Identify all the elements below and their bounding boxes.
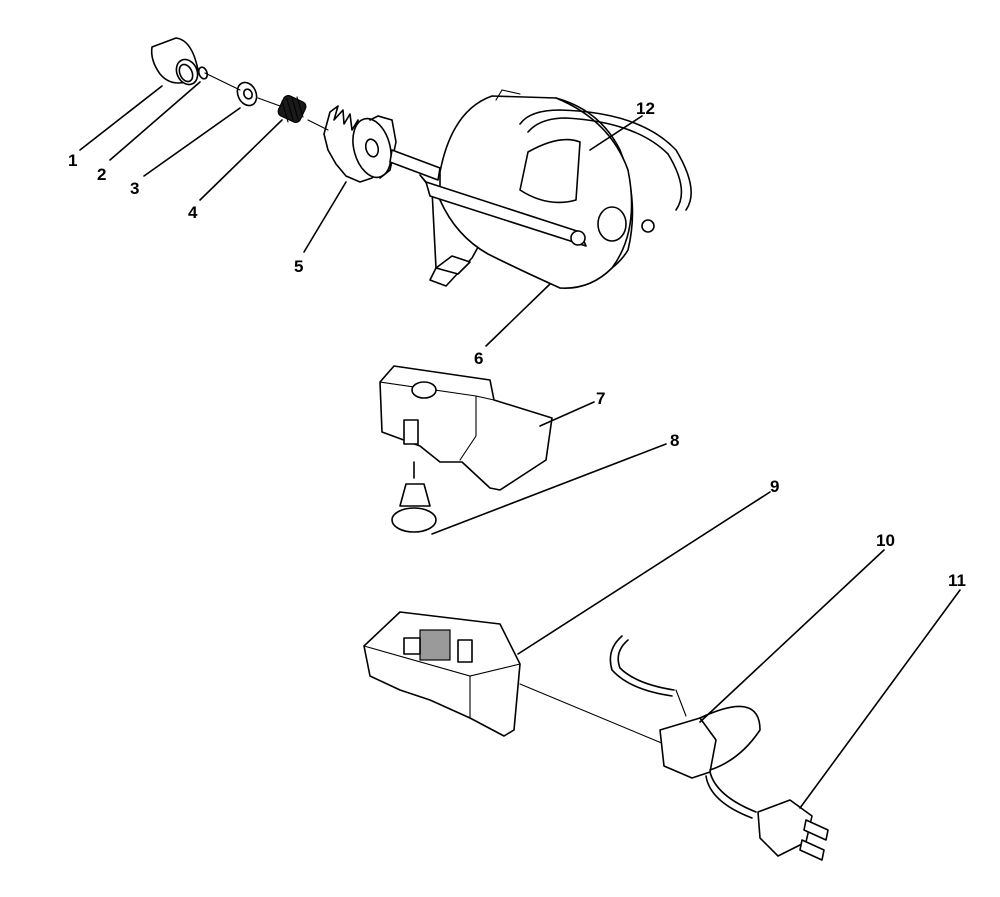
callout-5: 5 <box>294 257 303 276</box>
callout-12: 12 <box>636 99 655 118</box>
part-8-pin <box>391 461 437 533</box>
part-4-spring <box>277 95 307 123</box>
callout-4: 4 <box>188 203 198 222</box>
leader-lines <box>79 81 961 809</box>
part-1-sleeve <box>150 37 199 86</box>
callout-7: 7 <box>596 389 605 408</box>
callout-3: 3 <box>130 179 139 198</box>
callout-1: 1 <box>68 151 77 170</box>
callout-labels: 1 2 3 4 5 6 7 8 9 10 11 12 <box>68 99 966 590</box>
part-10-switch <box>609 635 761 779</box>
part-6-motor <box>389 89 655 289</box>
callout-8: 8 <box>670 431 679 450</box>
callout-10: 10 <box>876 531 895 550</box>
part-7-cover <box>379 365 553 491</box>
part-12-wire <box>519 109 692 211</box>
part-5-gear <box>323 105 397 183</box>
part-3-washer <box>236 81 258 107</box>
part-2-ring <box>197 66 209 80</box>
callout-11: 11 <box>948 571 966 590</box>
callout-9: 9 <box>770 477 779 496</box>
part-9-housing <box>363 611 665 745</box>
part-11-plug <box>705 771 829 861</box>
callout-6: 6 <box>474 349 483 368</box>
callout-2: 2 <box>97 165 106 184</box>
